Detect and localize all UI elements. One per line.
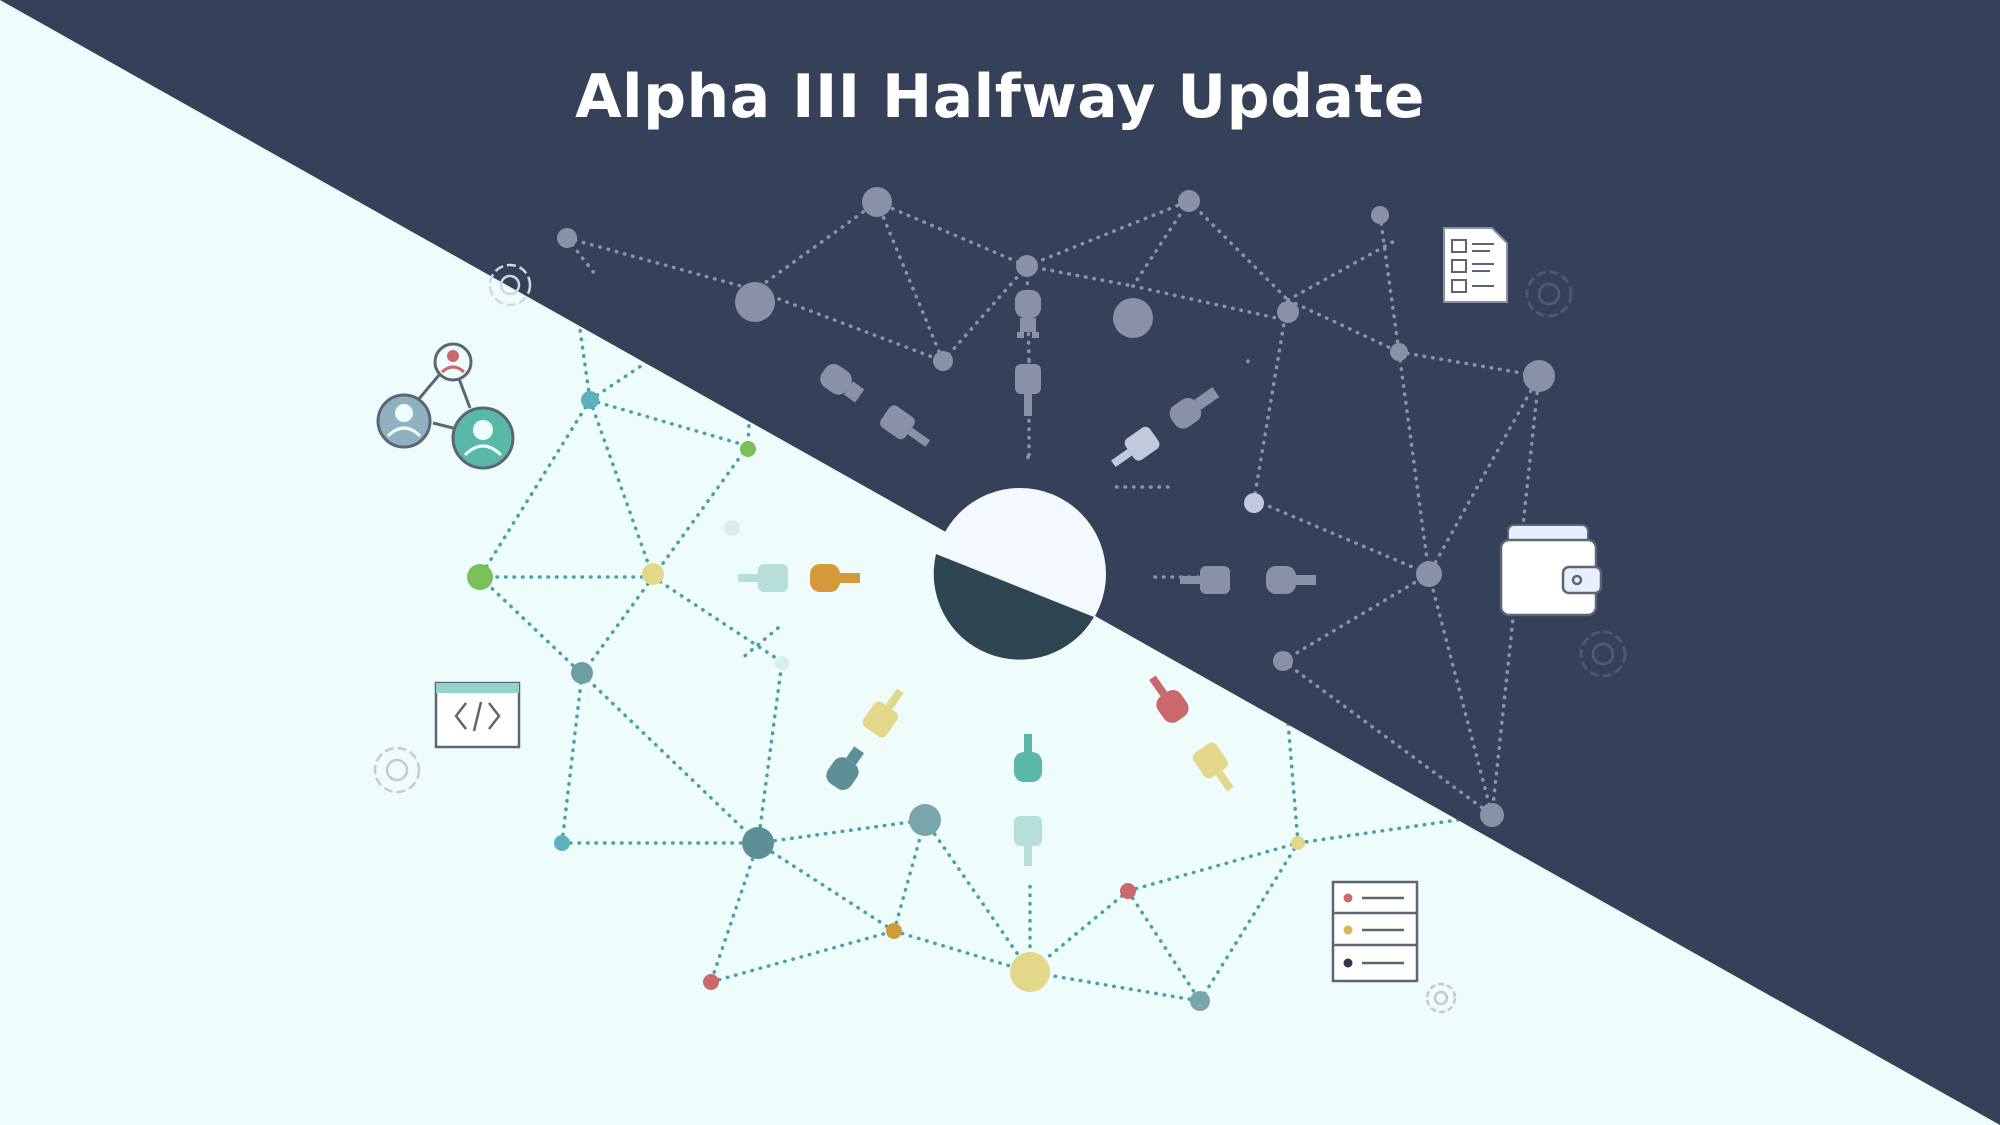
users-network-icon	[376, 342, 515, 470]
plug-icon	[1111, 387, 1220, 468]
plug-icon	[738, 564, 860, 592]
server-list-icon	[1331, 880, 1419, 983]
plug-icon	[1180, 566, 1316, 594]
gear-icon	[1525, 270, 1573, 318]
code-window-icon	[434, 681, 521, 749]
page-title: Alpha III Halfway Update	[575, 62, 1425, 132]
network-nodes	[467, 187, 1555, 1011]
plug-icon	[820, 363, 931, 447]
plug-icon	[1015, 290, 1041, 416]
network-lines	[478, 199, 1541, 1003]
plug-icon	[1014, 734, 1042, 866]
wallet-icon	[1499, 524, 1603, 617]
gear-icon	[1425, 982, 1457, 1014]
half-circle-hub-icon	[933, 488, 1106, 660]
gear-icon	[373, 746, 421, 794]
plug-icon	[1149, 675, 1234, 792]
gear-icon	[488, 263, 532, 307]
checklist-document-icon	[1443, 227, 1508, 303]
gear-icon	[1579, 630, 1627, 678]
plug-icon	[826, 688, 904, 790]
